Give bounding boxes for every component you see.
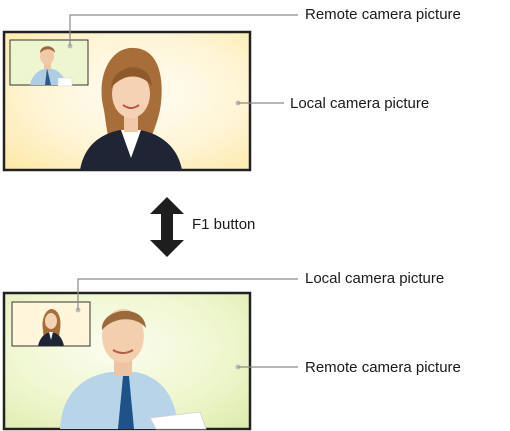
switch-button-label: F1 button — [192, 216, 256, 233]
top-pip-window — [9, 39, 89, 87]
bottom-pip-label: Local camera picture — [305, 270, 445, 287]
top-pip-leader — [69, 14, 298, 46]
swap-double-arrow-icon — [150, 197, 184, 257]
top-main-label: Local camera picture — [290, 95, 430, 112]
local-person-figure — [80, 47, 182, 170]
bottom-pip-leader — [77, 278, 298, 310]
bottom-screen — [2, 278, 298, 431]
top-pip-label: Remote camera picture — [305, 6, 461, 23]
remote-person-figure — [60, 309, 207, 430]
bottom-main-label: Remote camera picture — [305, 359, 461, 376]
top-screen — [2, 14, 298, 172]
